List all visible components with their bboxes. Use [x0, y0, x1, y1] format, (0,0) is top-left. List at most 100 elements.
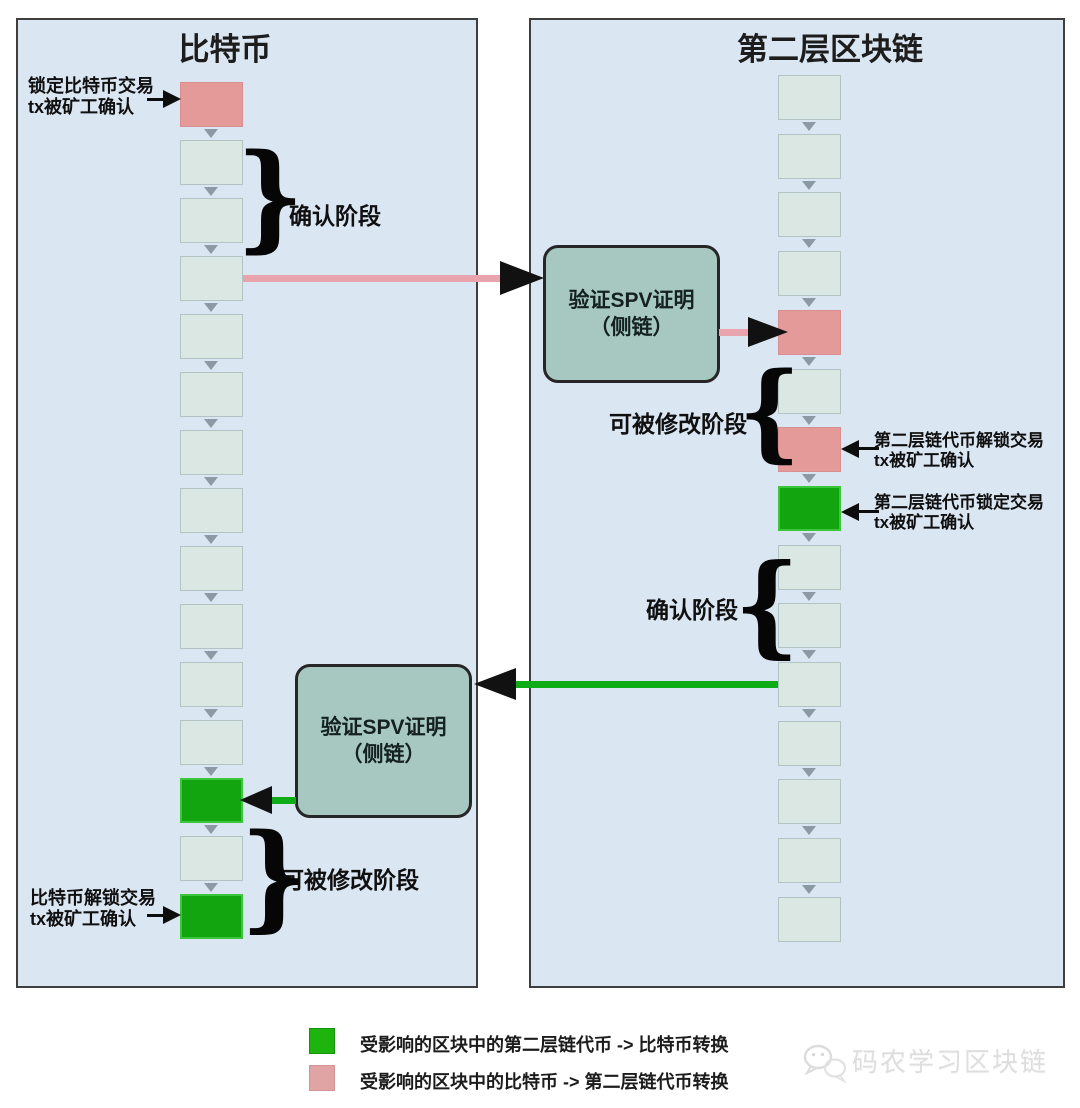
chain-link-arrow-icon	[802, 298, 816, 307]
bitcoin-panel	[16, 18, 478, 988]
chain-link-arrow-icon	[204, 477, 218, 486]
chain-link-arrow-icon	[204, 129, 218, 138]
chain-block-light	[180, 372, 243, 417]
chain-link-arrow-icon	[204, 245, 218, 254]
bitcoin-panel-title: 比特币	[178, 32, 272, 67]
chain-block-light	[180, 140, 243, 185]
annotation-line: 第二层链代币锁定交易	[874, 493, 1044, 512]
chain-block-light	[778, 662, 841, 707]
arrowhead-right-icon	[500, 261, 544, 295]
unlock-btc-annotation: 比特币解锁交易 tx被矿工确认	[30, 888, 156, 930]
green-transfer-stub	[268, 797, 296, 804]
annotation-arrowhead-icon	[841, 503, 859, 521]
pink-transfer-line	[243, 275, 503, 282]
chain-link-arrow-icon	[802, 181, 816, 190]
unlock-l2-annotation: 第二层链代币解锁交易 tx被矿工确认	[874, 431, 1044, 471]
arrowhead-left-icon	[240, 786, 272, 814]
chain-link-arrow-icon	[204, 361, 218, 370]
annotation-line: 锁定比特币交易	[28, 76, 154, 96]
chain-block-pink	[180, 82, 243, 127]
chain-block-light	[778, 721, 841, 766]
lock-btc-annotation: 锁定比特币交易 tx被矿工确认	[28, 76, 154, 118]
chain-block-light	[180, 720, 243, 765]
annotation-line: tx被矿工确认	[28, 97, 135, 117]
chain-link-arrow-icon	[802, 533, 816, 542]
pink-transfer-stub	[719, 329, 751, 336]
chain-block-light	[778, 369, 841, 414]
chain-link-arrow-icon	[204, 709, 218, 718]
chain-block-light	[778, 134, 841, 179]
legend-pink-label: 受影响的区块中的比特币 -> 第二层链代币转换	[360, 1072, 729, 1092]
modifiable-phase-brace-left: }	[240, 808, 308, 944]
annotation-arrow-line	[857, 510, 879, 513]
chain-block-light	[180, 198, 243, 243]
wechat-bubbles-icon	[803, 1044, 847, 1084]
chain-block-light	[180, 430, 243, 475]
chain-link-arrow-icon	[204, 767, 218, 776]
chain-block-light	[180, 314, 243, 359]
chain-link-arrow-icon	[802, 416, 816, 425]
confirm-phase-label-right: 确认阶段	[646, 597, 738, 623]
spv-proof-box-left: 验证SPV证明 （侧链）	[295, 664, 472, 818]
spv-proof-box-right: 验证SPV证明 （侧链）	[543, 245, 720, 383]
chain-link-arrow-icon	[802, 474, 816, 483]
chain-block-light	[180, 256, 243, 301]
chain-link-arrow-icon	[802, 357, 816, 366]
annotation-arrow-line	[857, 447, 879, 450]
annotation-arrowhead-icon	[163, 906, 181, 924]
annotation-line: 比特币解锁交易	[30, 888, 156, 908]
chain-link-arrow-icon	[802, 239, 816, 248]
chain-link-arrow-icon	[204, 651, 218, 660]
legend-pink-swatch	[309, 1065, 335, 1091]
annotation-arrow-line	[147, 98, 165, 101]
chain-link-arrow-icon	[204, 535, 218, 544]
spv-box-title: 验证SPV证明	[320, 716, 447, 739]
spv-box-title: 验证SPV证明	[568, 289, 695, 312]
annotation-line: tx被矿工确认	[874, 451, 975, 470]
chain-block-light	[778, 545, 841, 590]
lock-l2-annotation: 第二层链代币锁定交易 tx被矿工确认	[874, 493, 1044, 533]
spv-box-subtitle: （侧链）	[589, 316, 674, 339]
annotation-line: 第二层链代币解锁交易	[874, 431, 1044, 450]
chain-block-pink	[778, 427, 841, 472]
confirm-phase-brace-right: {	[734, 539, 800, 670]
chain-link-arrow-icon	[204, 419, 218, 428]
chain-link-arrow-icon	[802, 122, 816, 131]
chain-link-arrow-icon	[204, 883, 218, 892]
modifiable-phase-brace-right: {	[738, 348, 801, 474]
chain-link-arrow-icon	[204, 187, 218, 196]
legend-green-label: 受影响的区块中的第二层链代币 -> 比特币转换	[360, 1035, 729, 1055]
arrowhead-left-icon	[474, 668, 516, 700]
chain-link-arrow-icon	[802, 592, 816, 601]
annotation-line: tx被矿工确认	[30, 909, 137, 929]
chain-block-light	[180, 836, 243, 881]
chain-block-light	[778, 192, 841, 237]
chain-link-arrow-icon	[204, 303, 218, 312]
chain-block-light	[180, 488, 243, 533]
chain-block-light	[778, 603, 841, 648]
modifiable-phase-label-right: 可被修改阶段	[609, 411, 747, 437]
chain-link-arrow-icon	[802, 826, 816, 835]
chain-link-arrow-icon	[802, 650, 816, 659]
legend-green-swatch	[309, 1028, 335, 1054]
chain-block-light	[778, 251, 841, 296]
chain-link-arrow-icon	[204, 825, 218, 834]
chain-block-light	[180, 604, 243, 649]
chain-block-pink	[778, 310, 841, 355]
annotation-line: tx被矿工确认	[874, 513, 975, 532]
annotation-arrow-line	[147, 914, 165, 917]
arrowhead-right-icon	[748, 317, 788, 347]
chain-block-light	[180, 546, 243, 591]
watermark-text: 码农学习区块链	[852, 1047, 1049, 1077]
green-transfer-line	[512, 681, 778, 688]
chain-block-light	[778, 838, 841, 883]
chain-link-arrow-icon	[802, 709, 816, 718]
chain-block-green	[180, 778, 243, 823]
chain-link-arrow-icon	[802, 885, 816, 894]
chain-block-green	[778, 486, 841, 531]
chain-block-light	[180, 662, 243, 707]
chain-link-arrow-icon	[802, 768, 816, 777]
chain-block-green	[180, 894, 243, 939]
confirm-phase-brace-left: }	[236, 128, 304, 264]
chain-link-arrow-icon	[204, 593, 218, 602]
